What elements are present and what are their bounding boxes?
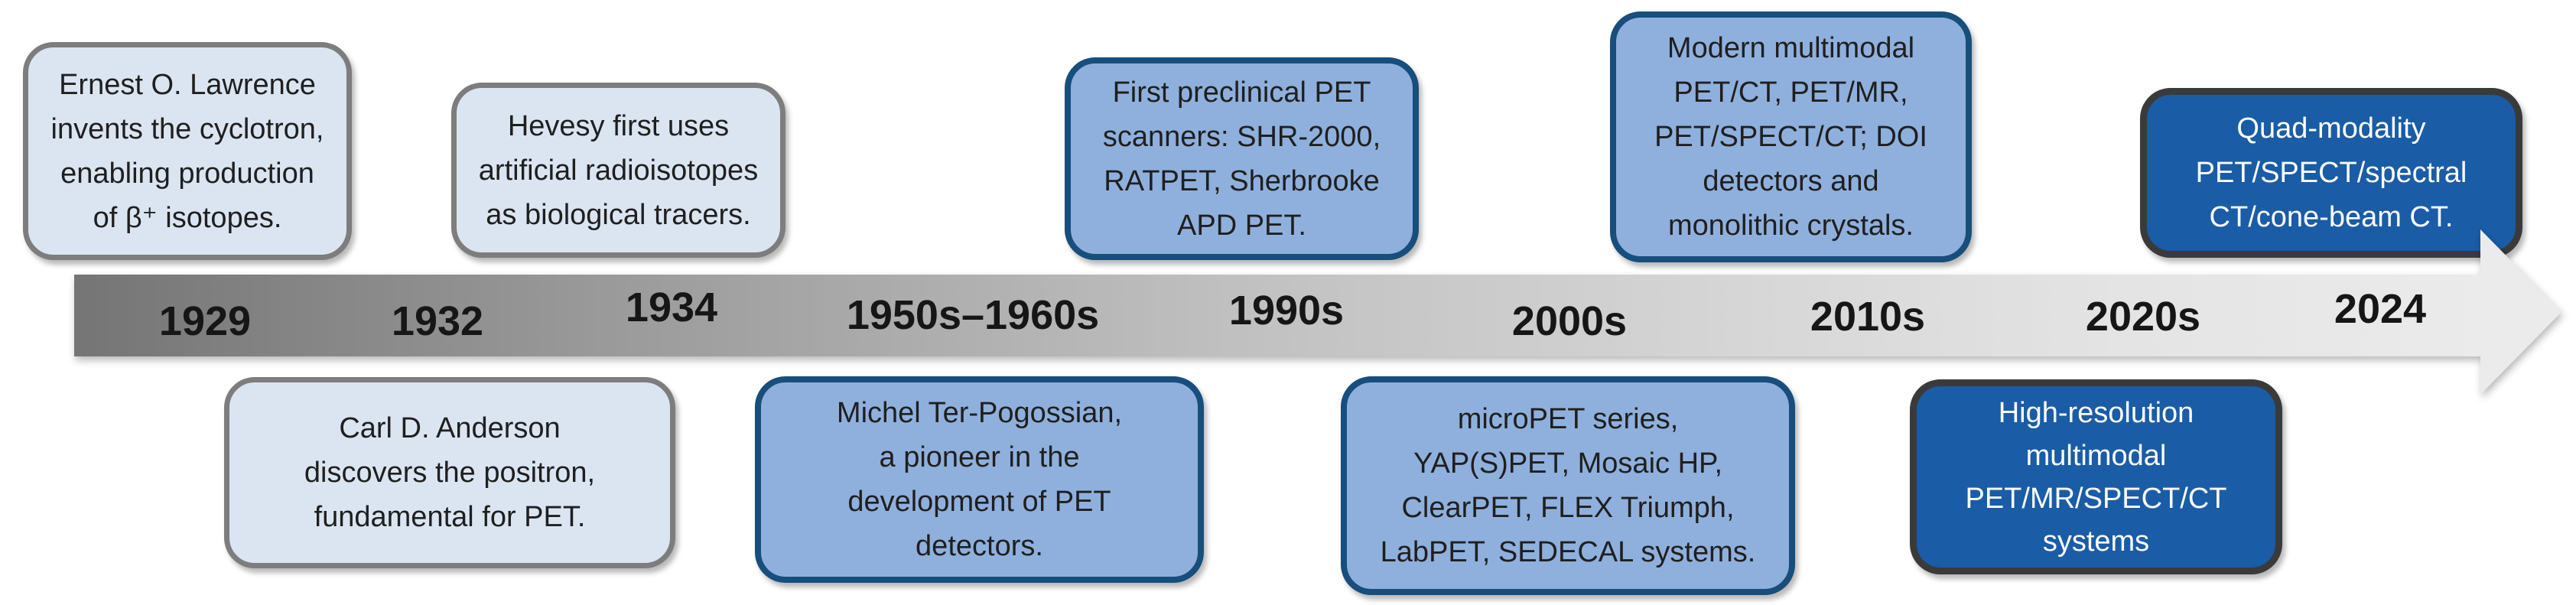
event-text: microPET series, YAP(S)PET, Mosaic HP, C…: [1380, 403, 1756, 568]
event-text: Hevesy first uses artificial radioisotop…: [478, 109, 759, 231]
event-card-lawrence-cyclotron: Ernest O. Lawrence invents the cyclotron…: [23, 42, 352, 260]
event-card-micropet-systems: microPET series, YAP(S)PET, Mosaic HP, C…: [1341, 376, 1795, 595]
event-card-first-preclinical-pet: First preclinical PET scanners: SHR-2000…: [1065, 57, 1419, 260]
event-card-quad-modality: Quad-modality PET/SPECT/spectral CT/cone…: [2140, 88, 2522, 258]
event-card-modern-multimodal: Modern multimodal PET/CT, PET/MR, PET/SP…: [1610, 11, 1972, 262]
year-label: 2024: [2334, 286, 2427, 332]
year-label: 1934: [625, 285, 718, 330]
year-label: 1950s–1960s: [846, 292, 1100, 338]
event-text: Ernest O. Lawrence invents the cyclotron…: [50, 68, 324, 234]
event-text: Modern multimodal PET/CT, PET/MR, PET/SP…: [1654, 32, 1927, 242]
event-card-hevesy-tracers: Hevesy first uses artificial radioisotop…: [451, 83, 785, 258]
year-label: 2000s: [1511, 298, 1628, 344]
year-label: 2020s: [2085, 294, 2201, 340]
event-text: First preclinical PET scanners: SHR-2000…: [1102, 76, 1381, 242]
event-card-high-resolution-multimodal: High-resolution multimodal PET/MR/SPECT/…: [1910, 379, 2282, 574]
year-label: 2010s: [1810, 294, 1926, 340]
event-text: Michel Ter-Pogossian, a pioneer in the d…: [836, 397, 1123, 562]
event-text: Carl D. Anderson discovers the positron,…: [304, 412, 596, 533]
event-card-ter-pogossian: Michel Ter-Pogossian, a pioneer in the d…: [755, 376, 1204, 583]
event-card-anderson-positron: Carl D. Anderson discovers the positron,…: [224, 377, 675, 568]
year-label: 1929: [158, 298, 252, 344]
event-text: High-resolution multimodal PET/MR/SPECT/…: [1965, 396, 2227, 558]
year-label: 1990s: [1228, 288, 1345, 333]
year-label: 1932: [391, 298, 484, 344]
event-text: Quad-modality PET/SPECT/spectral CT/cone…: [2195, 112, 2467, 233]
